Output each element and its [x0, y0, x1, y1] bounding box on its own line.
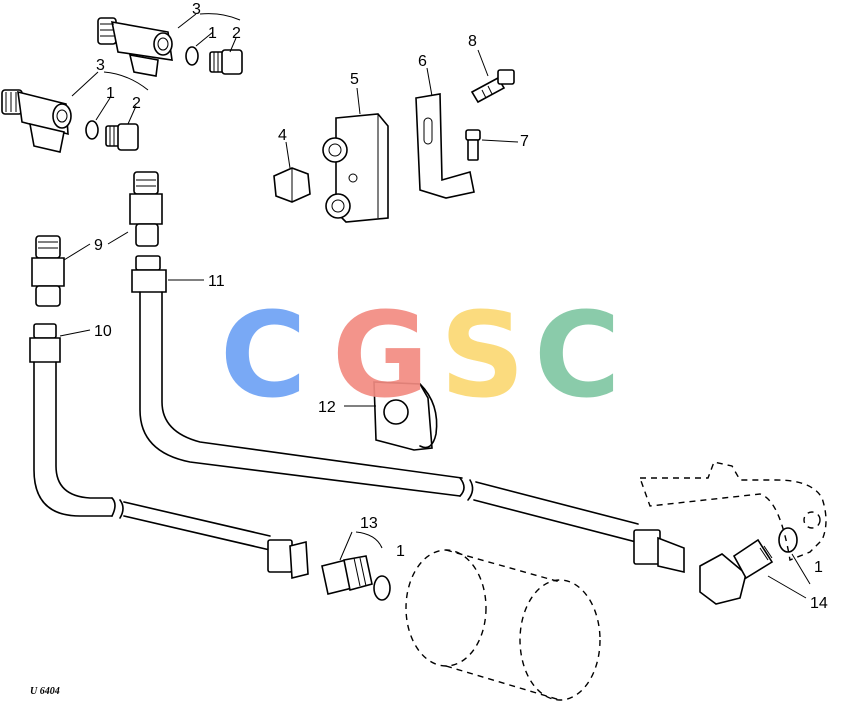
- callout-14: 14: [810, 595, 828, 612]
- cap-nut: [273, 141, 311, 203]
- watermark-letter-1: C: [220, 286, 307, 424]
- watermark-letter-3: S: [440, 286, 525, 424]
- elbow-fitting: [699, 527, 811, 605]
- union-fitting: [321, 531, 391, 601]
- callout-8: 8: [468, 33, 477, 50]
- callout-2-upper: 2: [232, 25, 241, 42]
- watermark-letter-2: G: [332, 286, 429, 424]
- leaders-top: [71, 13, 241, 125]
- callout-2-lower: 2: [132, 95, 141, 112]
- callout-1-right: 1: [814, 559, 823, 576]
- callout-9: 9: [94, 237, 103, 254]
- callout-6: 6: [418, 53, 427, 70]
- callout-1-upper: 1: [208, 25, 217, 42]
- callout-4: 4: [278, 127, 287, 144]
- leader-9: [63, 231, 129, 261]
- callout-labels: 3 1 2 3 1 2 4 5 6 7 8 9 10 11 12 13 1 1 …: [30, 1, 828, 697]
- callout-3-lower: 3: [96, 57, 105, 74]
- callout-1-lower: 1: [106, 85, 115, 102]
- tee-fitting-lower: [1, 89, 72, 153]
- hose-clamp: [344, 381, 438, 451]
- washer-upper: [185, 46, 199, 66]
- adapter-right: [129, 171, 163, 247]
- bolt: [465, 129, 519, 161]
- washer-lower: [85, 120, 99, 140]
- callout-12: 12: [318, 399, 336, 416]
- plug-lower: [105, 123, 139, 151]
- hose-right: [131, 255, 685, 574]
- plug-upper: [209, 49, 243, 75]
- adapter-left: [31, 235, 65, 307]
- watermark-letter-4: C: [534, 286, 621, 424]
- angle-bracket: [415, 67, 475, 199]
- hose-left: [29, 323, 309, 580]
- drawing-code: U 6404: [30, 686, 60, 697]
- callout-1-middle: 1: [396, 543, 405, 560]
- callout-10: 10: [94, 323, 112, 340]
- dashed-cylinder: [405, 549, 601, 701]
- dashed-housing: [639, 461, 827, 561]
- callout-11: 11: [208, 273, 225, 290]
- mounting-block: [322, 87, 389, 223]
- callout-3-upper: 3: [192, 1, 201, 18]
- breather-fitting: [470, 49, 515, 104]
- callout-7: 7: [520, 133, 529, 150]
- tee-fitting-upper: [97, 17, 173, 77]
- callout-13: 13: [360, 515, 378, 532]
- cgsc-watermark: C G S C: [220, 286, 621, 424]
- callout-5: 5: [350, 71, 359, 88]
